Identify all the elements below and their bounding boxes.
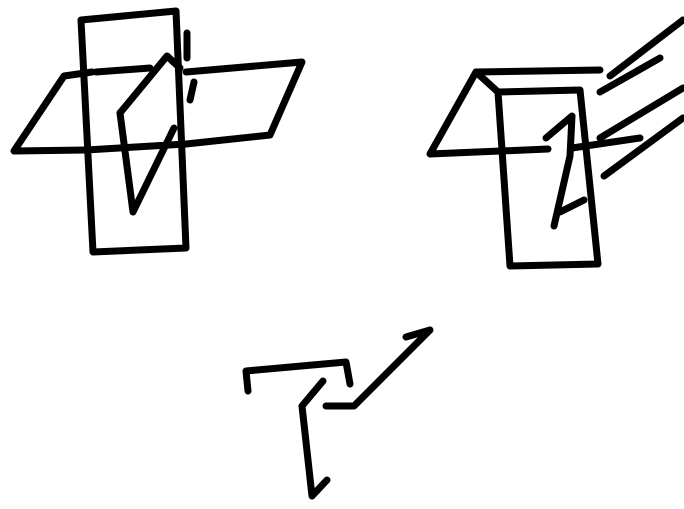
horizontal-plane-front-edge: [86, 144, 186, 150]
horizontal-plane-back-segment: [96, 68, 150, 72]
horizontal-plane-left-part: [14, 72, 92, 151]
diagonal-plane-back-tick: [190, 82, 194, 100]
diagonal-plane-lower-edge: [120, 113, 174, 212]
figure-three-planes-corner: [430, 20, 683, 266]
corner-diagonal-tick: [560, 200, 584, 212]
figure-three-edges-corner: [246, 330, 430, 496]
edge-top-horizontal: [246, 362, 350, 391]
horizontal-plane-right-part: [186, 62, 302, 144]
figure-three-planes-intersecting: [14, 11, 302, 252]
edge-diagonal-up: [326, 330, 430, 406]
corner-horizontal-plane-back: [476, 70, 600, 72]
corner-horizontal-plane: [430, 72, 548, 154]
edge-vertical-down: [302, 381, 327, 496]
corner-vertical-plane: [498, 90, 598, 266]
